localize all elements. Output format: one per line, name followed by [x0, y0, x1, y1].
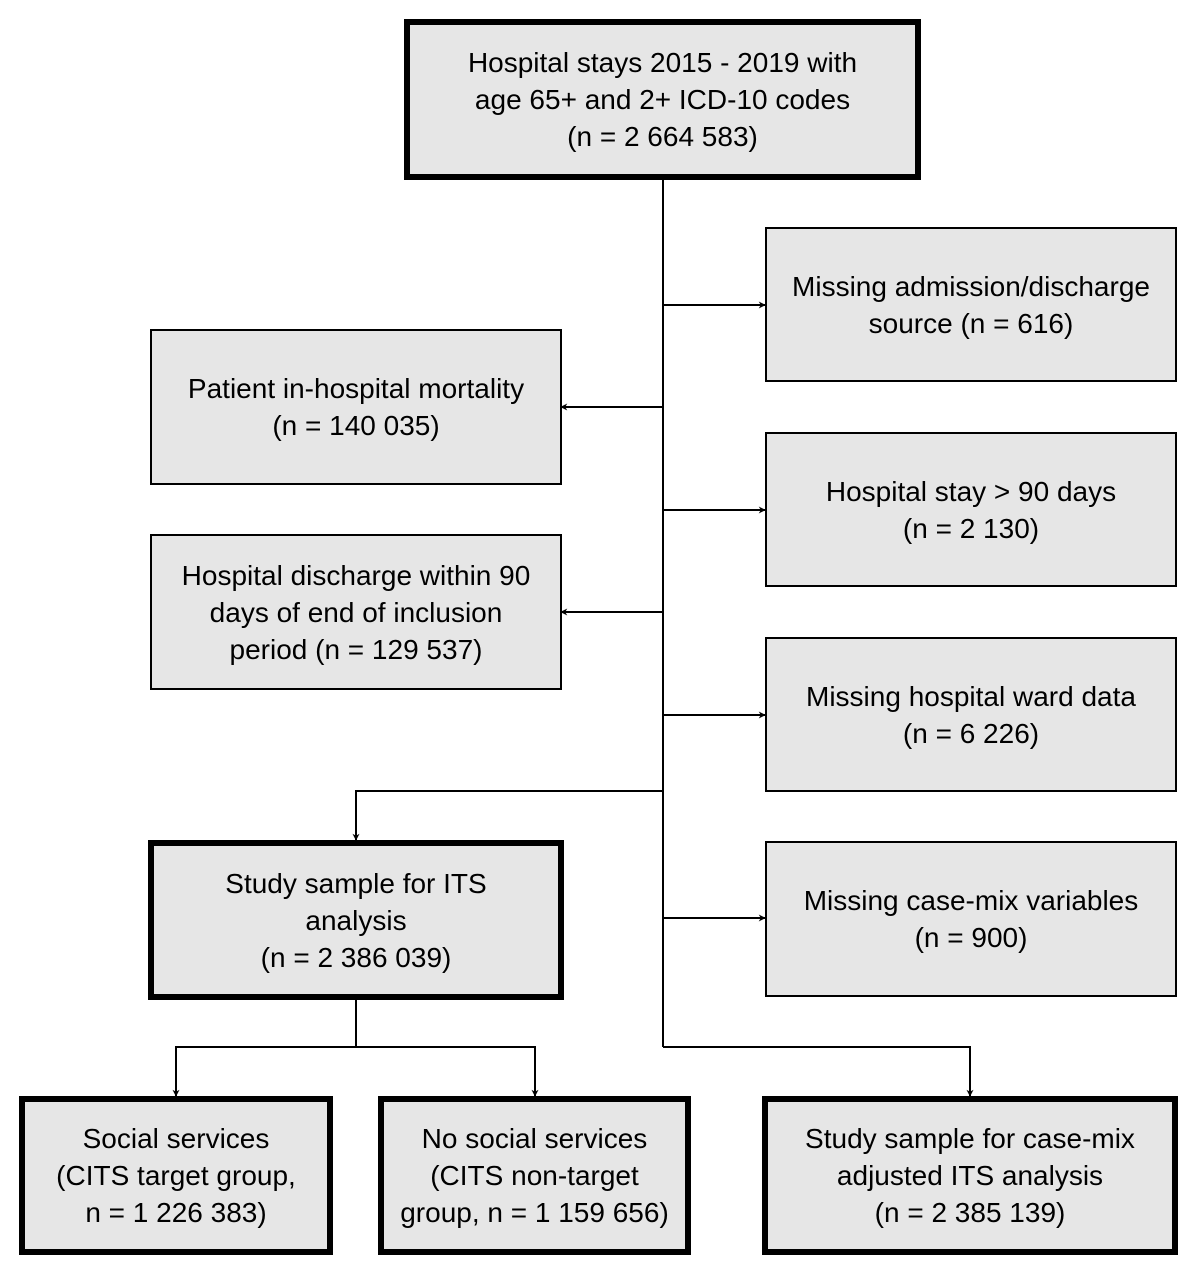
box-line: (n = 2 386 039) [260, 941, 452, 973]
box-line: source (n = 616) [868, 307, 1074, 339]
box-line: (CITS target group, [56, 1160, 296, 1191]
box-missing-casemix: Missing case-mix variables (n = 900) [765, 841, 1177, 997]
box-line: (n = 2 385 139) [874, 1197, 1066, 1228]
box-mortality: Patient in-hospital mortality (n = 140 0… [150, 329, 562, 485]
box-line: (n = 2 664 583) [567, 121, 758, 152]
box-line: period (n = 129 537) [229, 633, 483, 665]
box-line: (CITS non-target [430, 1160, 639, 1191]
box-line: (n = 900) [914, 922, 1028, 953]
box-line: (n = 140 035) [272, 410, 440, 441]
box-missing-ward: Missing hospital ward data (n = 6 226) [765, 637, 1177, 792]
box-line: age 65+ and 2+ ICD-10 codes [474, 84, 851, 115]
box-social-services: Social services (CITS target group, n = … [19, 1096, 333, 1255]
box-its-sample: Study sample for ITS analysis (n = 2 386… [148, 840, 564, 1000]
box-stay-90: Hospital stay > 90 days (n = 2 130) [765, 432, 1177, 587]
box-line: Missing admission/discharge [792, 270, 1150, 302]
box-line: n = 1 226 383) [85, 1197, 267, 1228]
arrow-to-its-sample [352, 790, 663, 841]
box-casemix-sample: Study sample for case-mix adjusted ITS a… [762, 1096, 1178, 1255]
box-no-social-services: No social services (CITS non-target grou… [378, 1096, 691, 1255]
box-line: Hospital stays 2015 - 2019 with [467, 47, 858, 78]
box-line: Missing hospital ward data [806, 680, 1136, 712]
box-line: group, n = 1 159 656) [400, 1197, 669, 1228]
box-line: Hospital stay > 90 days [825, 475, 1117, 507]
arrow-to-social-services [172, 1046, 356, 1097]
box-discharge-90: Hospital discharge within 90 days of end… [150, 534, 562, 690]
box-line: Study sample for case-mix [805, 1123, 1135, 1154]
box-line: Study sample for ITS [225, 867, 487, 899]
box-line: adjusted ITS analysis [836, 1160, 1104, 1191]
box-line: analysis [305, 904, 407, 936]
box-hospital-stays: Hospital stays 2015 - 2019 with age 65+ … [404, 19, 921, 180]
box-line: No social services [421, 1123, 648, 1154]
box-missing-admission: Missing admission/discharge source (n = … [765, 227, 1177, 382]
arrow-to-no-social-services [356, 1046, 539, 1097]
arrow-to-casemix-sample [663, 1046, 974, 1097]
box-line: days of end of inclusion [209, 596, 503, 628]
box-line: (n = 2 130) [902, 512, 1040, 544]
box-line: Hospital discharge within 90 [181, 559, 531, 591]
box-line: (n = 6 226) [902, 717, 1040, 749]
box-line: Social services [82, 1123, 270, 1154]
box-line: Missing case-mix variables [803, 885, 1139, 916]
box-line: Patient in-hospital mortality [187, 373, 525, 404]
